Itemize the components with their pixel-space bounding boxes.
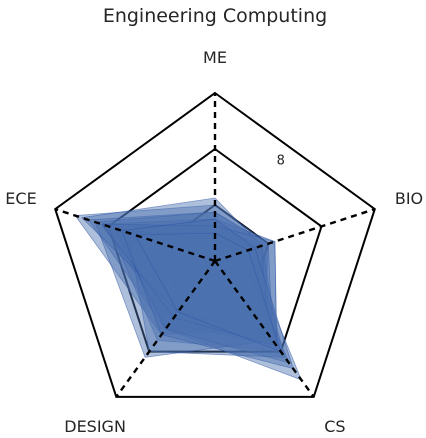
data-polygon-12 xyxy=(134,232,282,353)
data-polygon-7 xyxy=(94,211,274,358)
radar-axis-labels: ME BIO CS DESIGN ECE xyxy=(5,48,423,436)
axis-label-design: DESIGN xyxy=(64,417,126,436)
data-polygon-10 xyxy=(100,223,278,347)
radar-spokes xyxy=(54,93,376,398)
data-polygon-3 xyxy=(101,218,278,347)
chart-title: Engineering Computing xyxy=(103,5,327,27)
data-polygon-2 xyxy=(87,211,269,336)
tick-label-8: 8 xyxy=(277,154,285,169)
spoke-design xyxy=(115,260,216,398)
axis-label-me: ME xyxy=(203,48,227,67)
axis-label-cs: CS xyxy=(324,417,345,436)
spoke-cs xyxy=(214,260,315,398)
grid-ring-2 xyxy=(107,147,323,353)
data-polygon-8 xyxy=(114,228,290,364)
axis-label-ece: ECE xyxy=(5,189,36,208)
radar-data-area xyxy=(74,197,303,381)
grid-ring-3 xyxy=(54,91,376,398)
axis-label-bio: BIO xyxy=(395,189,423,208)
radar-tick-labels: 8 xyxy=(277,154,285,169)
